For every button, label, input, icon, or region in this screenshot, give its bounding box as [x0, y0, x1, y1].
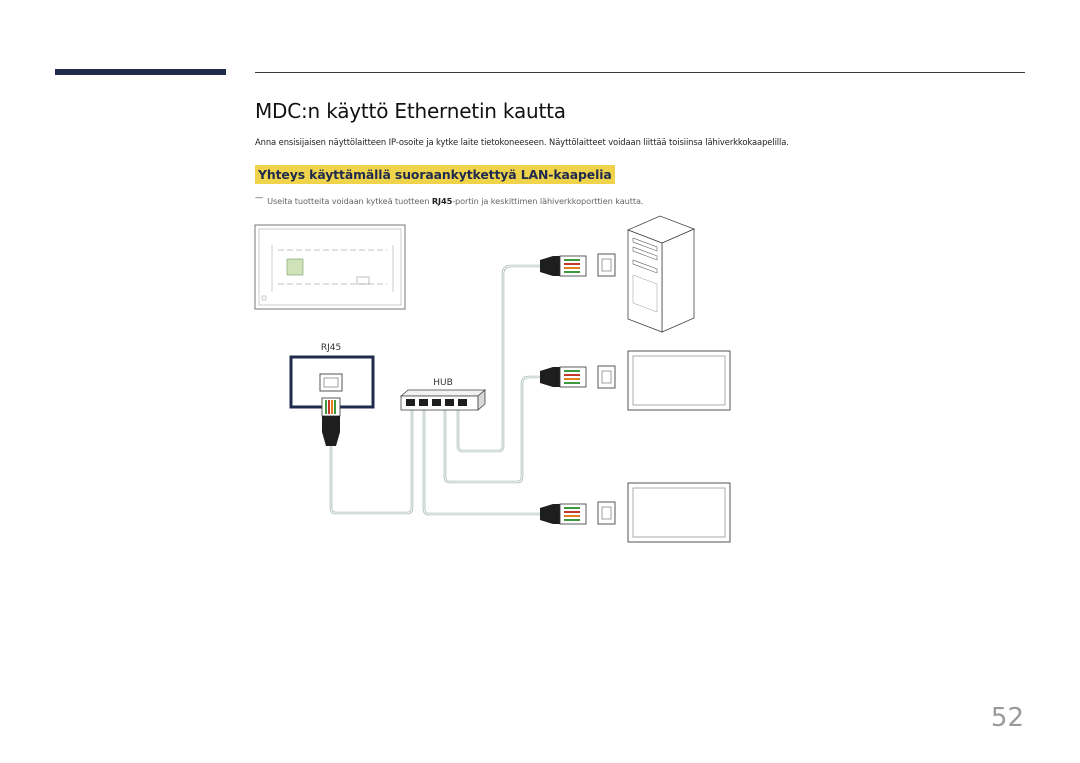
display-front-3: [627, 482, 731, 543]
plug-wire: [564, 382, 580, 384]
display-front-2: [627, 350, 731, 411]
plug-wire: [564, 271, 580, 273]
hub-top: [399, 389, 487, 397]
display-screen: [632, 355, 726, 406]
plug-wire: [334, 400, 336, 414]
cable-highlight: [457, 265, 540, 452]
pc-drive-bay: [632, 259, 658, 274]
note-paragraph: —Useita tuotteita voidaan kytkeä tuottee…: [255, 192, 644, 206]
plug-wire: [564, 370, 580, 372]
rj45-plug-vertical: [321, 397, 341, 446]
display-back-connector: [356, 276, 370, 285]
plug-wire: [564, 374, 580, 376]
pc-tower: [626, 215, 696, 333]
display-back-button: [261, 295, 267, 301]
cable-highlights: [330, 265, 540, 515]
plug-wire: [331, 400, 333, 414]
hub-port: [458, 399, 467, 406]
hub-device: [399, 389, 487, 411]
port-inner: [601, 506, 612, 520]
display-screen: [632, 487, 726, 538]
plug-boot: [540, 367, 560, 387]
plug-to-display-3: [540, 501, 616, 525]
display-back-io-board: [286, 258, 304, 276]
plug-boot: [540, 256, 560, 276]
port-inner: [601, 370, 612, 384]
note-dash: —: [255, 192, 264, 202]
plug-wire: [564, 263, 580, 265]
rj45-port-icon: [319, 373, 343, 392]
display-back-panel: [254, 224, 406, 310]
plug-wire: [564, 511, 580, 513]
cable-display-to-hub: [329, 408, 414, 515]
plug-to-pc: [540, 253, 616, 277]
port-outer: [597, 253, 616, 277]
plug-boot: [540, 504, 560, 524]
note-port-name: RJ45: [431, 196, 453, 206]
hub-side: [477, 389, 486, 411]
hub-port: [432, 399, 441, 406]
plug-wire: [564, 259, 580, 261]
page-title: MDC:n käyttö Ethernetin kautta: [255, 99, 566, 123]
note-text-before: Useita tuotteita voidaan kytkeä tuotteen: [267, 196, 432, 206]
cable-highlight: [423, 408, 540, 515]
page-header-rule: [255, 72, 1025, 73]
plug-wire: [325, 400, 327, 414]
plug-wire: [564, 507, 580, 509]
intro-paragraph: Anna ensisijaisen näyttölaitteen IP-osoi…: [255, 137, 789, 147]
plug-wire: [564, 515, 580, 517]
hub-port: [419, 399, 428, 406]
note-text-after: -portin ja keskittimen lähiverkkoporttie…: [452, 196, 644, 206]
port-inner: [601, 258, 612, 272]
rj45-label: RJ45: [321, 343, 341, 353]
plug-wire: [564, 378, 580, 380]
plug-wire: [564, 519, 580, 521]
pc-drive-bay: [632, 237, 658, 252]
plug-wire: [328, 400, 330, 414]
hub-port: [406, 399, 415, 406]
section-subheading: Yhteys käyttämällä suoraankytkettyä LAN-…: [255, 165, 615, 184]
rj45-port-outer: [319, 373, 343, 392]
page-number: 52: [990, 703, 1024, 733]
hub-port: [445, 399, 454, 406]
pc-tower-side: [661, 228, 695, 333]
hub-label: HUB: [433, 378, 453, 388]
pc-panel: [632, 274, 658, 313]
display-back-outer: [254, 224, 406, 310]
plug-wire: [564, 267, 580, 269]
port-outer: [597, 501, 616, 525]
page-header-bar: [55, 69, 226, 75]
cable-highlight: [444, 376, 540, 483]
plug-to-display-2: [540, 365, 616, 389]
port-outer: [597, 365, 616, 389]
cable-hub-to-pc: [456, 264, 540, 453]
plug-boot: [322, 416, 340, 446]
pc-drive-bay: [632, 246, 658, 261]
rj45-port-inner: [323, 377, 339, 388]
cable-highlight: [330, 408, 413, 514]
display-back-inner: [258, 228, 402, 306]
